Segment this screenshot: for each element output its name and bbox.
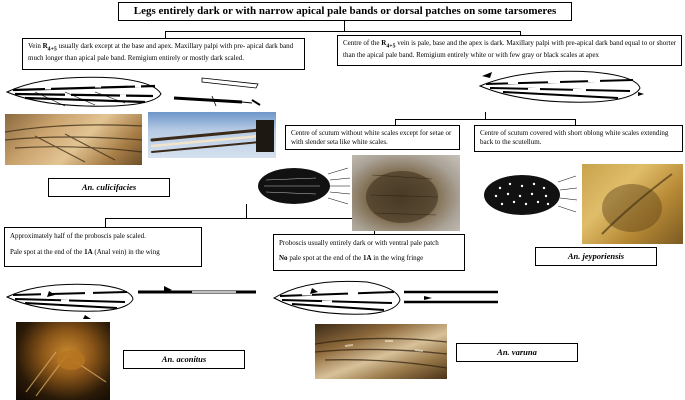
proboscis-left-line2: Pale spot at the end of the 1A (Anal vei… xyxy=(10,248,160,256)
proboscis-right-box: Proboscis usually entirely dark or with … xyxy=(273,234,465,271)
proboscis-left-line1: Approximately half of the proboscis pale… xyxy=(10,232,146,240)
species-label-aconitus: An. aconitus xyxy=(123,350,245,369)
scutum-photo-left xyxy=(352,155,460,231)
connector-right-down xyxy=(520,31,521,35)
right-branch-text: vein is pale, base and the apex is dark.… xyxy=(343,39,677,60)
connector-left-down xyxy=(165,31,166,38)
connector-scutum-right xyxy=(575,119,576,125)
wing-drawing-varuna xyxy=(272,280,401,315)
key-title: Legs entirely dark or with narrow apical… xyxy=(118,2,572,21)
wing-photo-varuna xyxy=(315,324,447,379)
left-branch-box: Vein R4+5 usually dark except at the bas… xyxy=(22,38,305,70)
connector-scutum-mid xyxy=(485,112,486,119)
connector-top-horizontal xyxy=(165,31,520,32)
palp-photo-culicifacies xyxy=(148,112,276,158)
right-branch-vein: R4+5 xyxy=(381,39,396,50)
connector-proboscis-horizontal xyxy=(105,218,375,219)
left-branch-vein: R4+5 xyxy=(42,42,57,53)
left-branch-text: usually dark except at the base and apex… xyxy=(28,42,294,63)
left-branch-prefix: Vein xyxy=(28,42,43,50)
scutum-left-box: Centre of scutum without white scales ex… xyxy=(285,125,460,150)
right-branch-prefix: Centre of the xyxy=(343,39,382,47)
wing-drawing-left xyxy=(5,76,162,107)
proboscis-right-line1: Proboscis usually entirely dark or with … xyxy=(279,239,439,247)
connector-title-down xyxy=(344,21,345,31)
species-label-varuna: An. varuna xyxy=(456,343,578,362)
scutum-drawing-right xyxy=(484,175,578,215)
connector-proboscis-left xyxy=(105,218,106,227)
connector-scutum-horizontal xyxy=(395,119,575,120)
species-label-jeyporiensis: An. jeyporiensis xyxy=(535,247,657,266)
proboscis-right-line2: No pale spot at the end of the 1A in the… xyxy=(279,254,424,262)
palp-drawing-left xyxy=(173,77,261,107)
right-branch-box: Centre of the R4+5 vein is pale, base an… xyxy=(337,35,682,66)
wing-drawing-aconitus xyxy=(5,283,134,319)
wing-photo-culicifacies xyxy=(5,114,142,165)
scutum-right-box: Centre of scutum covered with short oblo… xyxy=(474,125,683,152)
connector-scutum-left xyxy=(395,119,396,125)
proboscis-drawing-varuna xyxy=(404,290,498,304)
scutum-photo-right xyxy=(582,164,683,244)
proboscis-left-box: Approximately half of the proboscis pale… xyxy=(4,227,202,267)
scutum-drawing-left xyxy=(258,167,351,205)
connector-proboscis-down xyxy=(246,204,247,218)
mosquito-photo-aconitus xyxy=(16,322,110,400)
proboscis-drawing-aconitus xyxy=(138,286,256,294)
wing-drawing-right xyxy=(478,70,644,103)
species-label-culicifacies: An. culicifacies xyxy=(48,178,170,197)
